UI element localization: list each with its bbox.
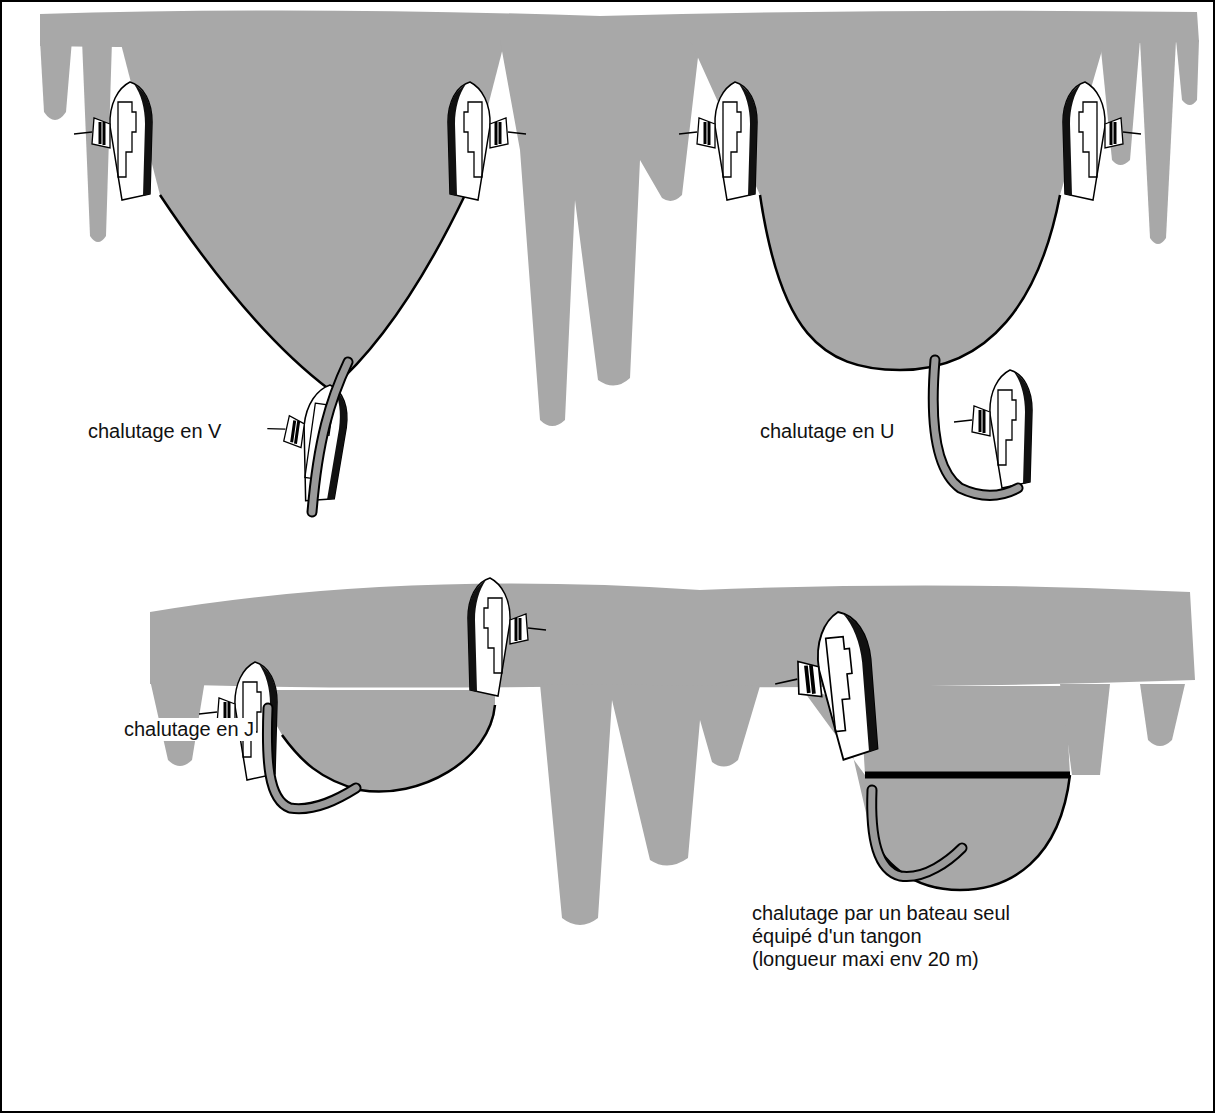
caption-label: chalutage par un bateau seul équipé d'un… — [750, 902, 1013, 971]
caption-label: chalutage en J — [122, 718, 256, 741]
boat — [954, 370, 1032, 488]
boat — [74, 82, 152, 200]
boat — [768, 609, 880, 766]
boom-line — [160, 195, 1070, 890]
caption-label: chalutage en V — [86, 420, 223, 443]
caption-label: chalutage en U — [758, 420, 897, 443]
boat — [679, 82, 757, 200]
boat — [448, 82, 526, 200]
oil-slick — [40, 10, 1199, 925]
boat — [1063, 82, 1141, 200]
boom-section — [267, 360, 1018, 877]
boat — [468, 578, 546, 696]
boom-pole — [865, 772, 1070, 779]
